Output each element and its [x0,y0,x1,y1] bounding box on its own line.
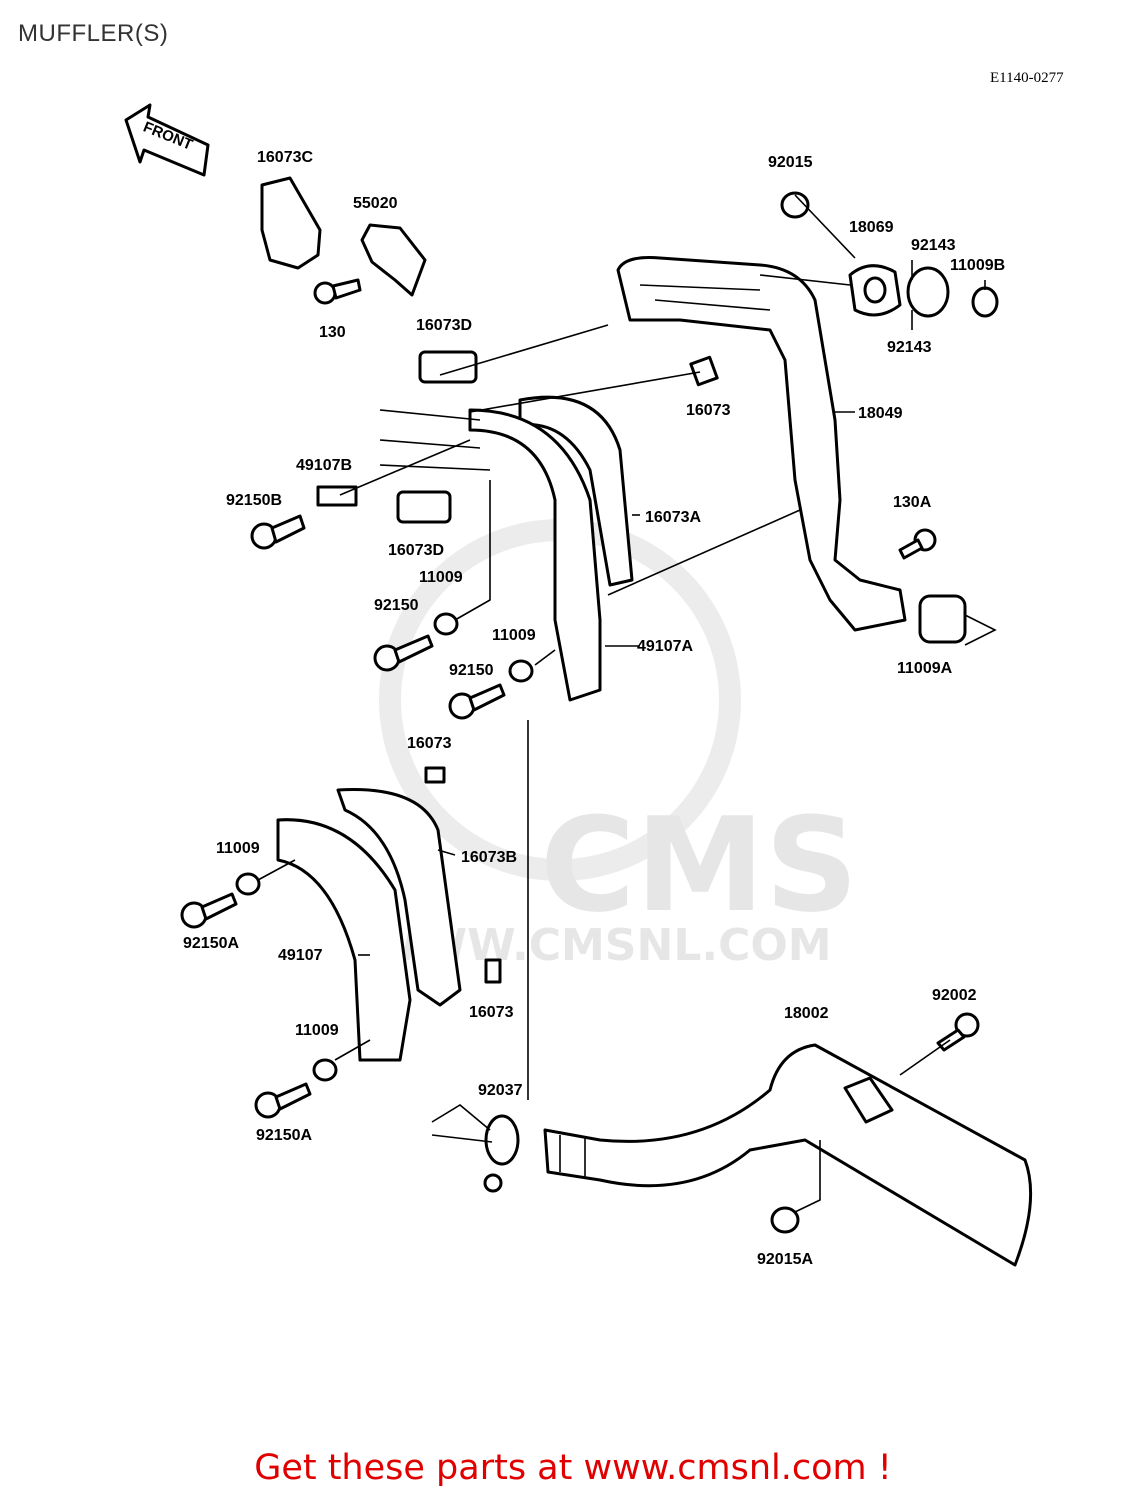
heat-pad-16073c [260,176,322,270]
part-label: 16073 [469,1004,514,1021]
part-label: 92002 [932,987,977,1004]
clip-16073-upper [689,355,719,387]
rubber-pad-16073d-bottom [396,490,452,524]
part-label: 11009B [950,257,1005,274]
part-label: 11009 [492,627,536,644]
part-label: 16073D [416,317,472,334]
muffler-bracket [843,1076,894,1124]
part-label: 92150 [374,597,419,614]
page-title: MUFFLER(S) [18,20,169,47]
cover-49107 [276,818,412,1062]
part-label: 18049 [858,405,903,422]
washer-11009-lower-b [312,1058,338,1082]
collar-92143 [906,266,950,318]
cover-49107b [379,409,491,471]
part-label: 16073D [388,542,444,559]
part-label: 11009 [295,1022,339,1039]
part-label: 16073B [461,849,517,866]
part-label: 130A [893,494,932,511]
leader-lines [257,194,997,1213]
clip-49107b [316,485,358,507]
washer-11009-middle [508,659,534,683]
clamp-92037 [483,1114,520,1193]
diagram-code: E1140-0277 [990,70,1064,86]
rubber-pad-16073d-top [418,350,478,384]
exhaust-pipe-18049 [616,256,907,632]
nut-92015 [780,191,810,219]
washer-11009-lower-a [235,872,261,896]
part-label: 11009 [216,840,260,857]
part-label: 92143 [887,339,932,356]
bolt-92150-upper [373,634,434,672]
part-label: 49107 [278,947,323,964]
part-label: 11009A [897,660,953,677]
bolt-92150b [250,514,306,550]
bolt-130 [313,278,362,305]
sleeve-11009a [918,594,967,644]
clip-16073-lower [484,958,502,984]
part-label: 92015 [768,154,813,171]
bolt-92150a-lower [254,1082,312,1119]
part-label: 92015A [757,1251,813,1268]
muffler-18002 [543,1043,1033,1267]
exploded-parts-diagram: CMS WWW.CMSNL.COM FRONT [124,103,1033,1268]
heat-shield-16073b [336,788,462,1007]
part-label: 11009 [419,569,463,586]
washer-11009-upper [433,612,459,636]
part-label: 92143 [911,237,956,254]
bolt-92150-middle [448,683,506,720]
part-labels: 16073C 55020 130 16073D 49107B 92150B 16… [183,149,1005,1268]
bolt-92150a-upper [180,892,238,929]
part-label: 49107A [637,638,693,655]
bracket-55020 [360,223,427,297]
part-label: 18002 [784,1005,829,1022]
part-label: 16073 [407,735,452,752]
cover-49107a [468,408,602,702]
part-label: 49107B [296,457,352,474]
part-label: 92150A [256,1127,312,1144]
bolt-92002 [936,1012,980,1052]
part-label: 16073C [257,149,313,166]
ring-11009b [971,286,999,318]
heat-shield-16073a [518,395,634,587]
part-label: 16073 [686,402,731,419]
footer-promo: Get these parts at www.cmsnl.com ! [254,1448,892,1488]
bolt-130a [898,528,937,560]
part-label: 92150B [226,492,282,509]
watermark-brand: CMS [540,789,858,941]
part-label: 92037 [478,1082,523,1099]
part-label: 92150 [449,662,494,679]
front-arrow-icon: FRONT [124,103,210,177]
nut-92015a [770,1206,800,1234]
part-label: 55020 [353,195,398,212]
part-label: 130 [319,324,346,341]
part-label: 16073A [645,509,701,526]
part-label: 92150A [183,935,239,952]
clip-16073-middle [424,766,446,784]
part-label: 18069 [849,219,894,236]
